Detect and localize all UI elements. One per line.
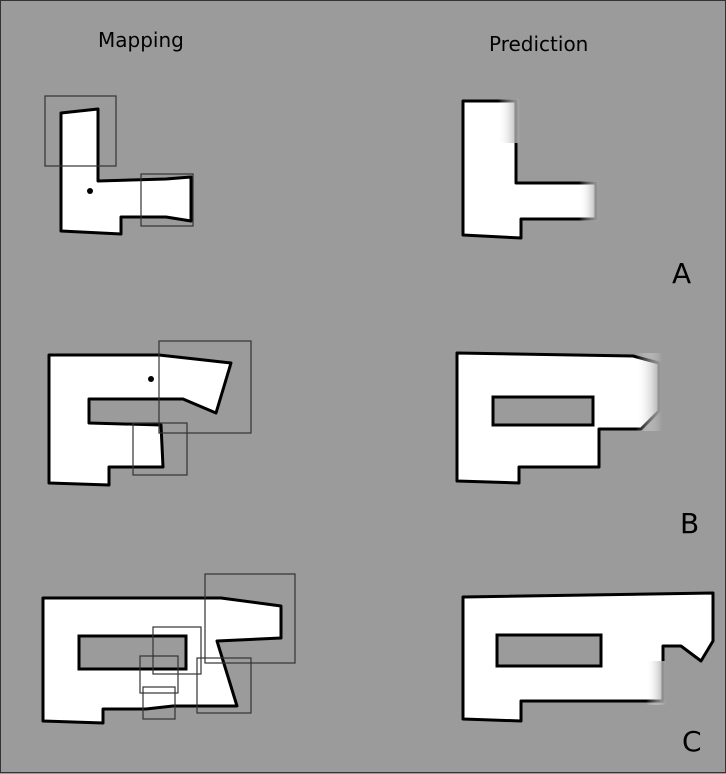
frontier-box bbox=[204, 573, 296, 664]
map-b-mapping bbox=[47, 353, 233, 487]
map-a-mapping bbox=[59, 107, 193, 236]
frontier-box bbox=[132, 422, 188, 476]
frontier-box bbox=[139, 655, 179, 694]
frontier-box bbox=[152, 626, 202, 675]
map-c-mapping-hole bbox=[77, 634, 188, 671]
robot-a bbox=[87, 188, 93, 194]
frontier-box bbox=[142, 686, 176, 720]
frontier-box bbox=[158, 340, 252, 434]
robot-b bbox=[148, 376, 154, 382]
frontier-box bbox=[140, 173, 194, 227]
frontier-box bbox=[44, 95, 117, 167]
map-c-prediction-hole bbox=[495, 633, 603, 668]
row-label-c: C bbox=[682, 725, 702, 758]
frontier-box bbox=[196, 657, 252, 714]
map-b-prediction-hole bbox=[491, 395, 595, 427]
mapping-header: Mapping bbox=[98, 28, 184, 52]
row-label-b: B bbox=[680, 507, 700, 540]
row-label-a: A bbox=[672, 257, 692, 290]
prediction-header: Prediction bbox=[489, 32, 589, 56]
map-a-prediction bbox=[461, 99, 598, 240]
